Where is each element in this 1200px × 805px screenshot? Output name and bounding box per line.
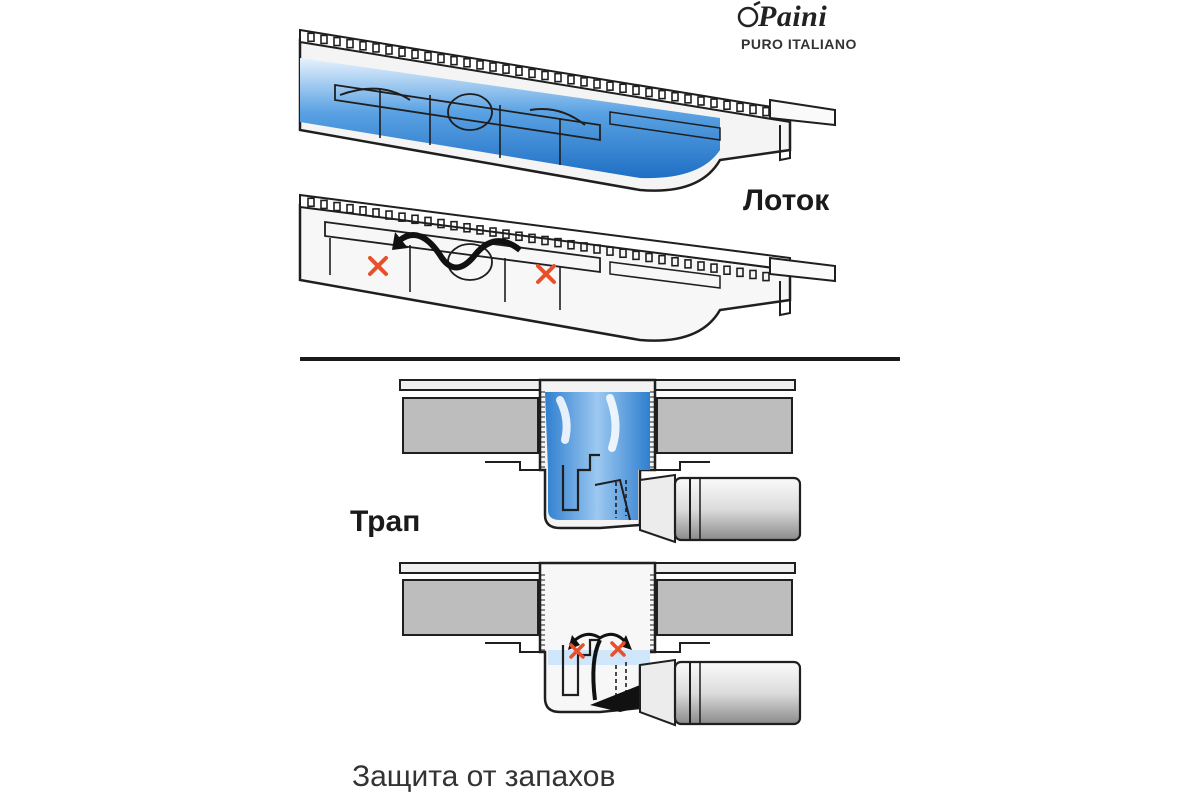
grate-slot [593,244,601,254]
grate-slot [736,102,744,113]
water-fill [300,58,720,179]
grate-slot [320,199,328,210]
grate-slot [424,51,432,62]
grate-slot [515,66,523,77]
grate-slot [359,40,367,51]
brand-name: Paini [758,0,828,33]
grate-slot [411,214,419,225]
grate-slot [372,43,380,53]
grate-slot [554,237,562,248]
grate-slot [697,96,705,106]
grate-slot [554,72,562,83]
grate-slot [463,57,471,68]
grate-slot [515,231,523,242]
trap2-grooves [540,574,655,651]
grate-slot [658,89,666,100]
brand-logo-icon [737,0,761,28]
grate-slot [606,246,614,256]
grate-slot [684,259,692,269]
grate-slot [723,100,731,111]
grate-slot [671,91,679,102]
grate-slot [632,85,640,96]
grate-slot [749,269,757,280]
trap1-grooves [540,391,655,468]
grate-slot [528,68,536,79]
grate-slot [658,254,666,265]
grate-slot [710,98,718,108]
grate-slot [541,70,549,81]
grate-slot [346,203,354,214]
grate-slot [372,208,380,218]
grate-slot [437,53,445,64]
grate-slot [398,47,406,57]
grate-slot [619,83,627,94]
odor-arrow-up [591,639,602,701]
grate-slot [411,49,419,60]
grate-slot [567,239,575,250]
grate-slot [567,74,575,85]
grate-slot [307,32,315,43]
grate-slot [385,210,393,220]
grate-slot [359,205,367,216]
grate-slot [762,271,770,282]
brand-tagline: PURO ITALIANO [741,36,857,52]
grate-slot [398,212,406,222]
trap-blocked-x-right [610,641,626,657]
label-trap: Трап [350,505,421,538]
grate-slot [489,227,497,237]
caption: Защита от запахов [352,760,616,793]
grate-slot [606,81,614,91]
grate-slot [320,34,328,45]
grate-slot [645,87,653,98]
grate-slot [346,38,354,49]
grate-slot [580,77,588,87]
blocked-x-right [536,264,556,284]
grate-slot [580,242,588,252]
grate-slot [749,104,757,115]
odor-path-arrow [398,232,522,271]
grate-slot [476,60,484,70]
grate-slot [541,235,549,246]
grate-slot [333,201,341,212]
grate-slot [723,265,731,276]
grate-slot [450,220,458,231]
grate-slot [424,216,432,227]
grate-slot [684,94,692,104]
grate-slot [502,64,510,74]
grate-slot [528,233,536,244]
grate-slot [645,252,653,263]
grate-slot [385,45,393,55]
grate-slot [476,225,484,235]
grate-slot [333,36,341,47]
grate-slot [489,62,497,72]
trap-odor-blocked [399,561,802,727]
grate-slot [710,263,718,273]
grate-slot [697,261,705,271]
grate-slot [307,197,315,208]
trap-water-full [399,378,802,544]
grate-slots-top [307,32,770,117]
grate-slot [736,267,744,278]
grate-slot [671,256,679,267]
channel-empty-blocked [298,193,836,342]
grate-slot [593,79,601,89]
grate-slot [632,250,640,261]
grate-slots-bottom [307,197,770,282]
grate-slot [463,222,471,233]
grate-slot [502,229,510,239]
grate-slot [619,248,627,259]
grate-slot [437,218,445,229]
blocked-x-left [368,256,388,276]
trap-blocked-x-left [569,643,585,659]
grate-slot [450,55,458,66]
channel-water-full [298,28,836,192]
label-tray: Лоток [743,184,830,217]
